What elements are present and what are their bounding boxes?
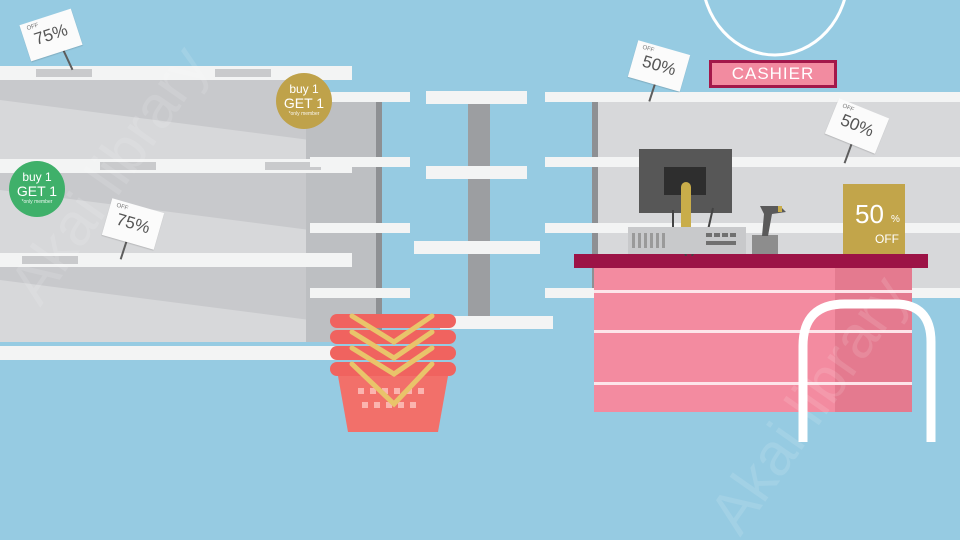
badge-line3: *only member — [21, 199, 53, 205]
price-tag-50-left: OFF 50% — [627, 40, 691, 92]
left-shelf-board-2 — [0, 159, 352, 173]
center-rack-pole — [468, 100, 490, 318]
center-rack-board-1 — [426, 91, 527, 104]
left-shelf-board-4 — [0, 346, 340, 360]
cashier-sign: CASHIER — [709, 60, 837, 88]
badge-line3: *only member — [288, 111, 320, 117]
side-board — [310, 223, 410, 233]
right-shelf-board-2 — [545, 157, 960, 167]
badge-line2: GET 1 — [16, 183, 58, 199]
center-rack-board-3 — [414, 241, 540, 254]
badge-line2: GET 1 — [283, 95, 325, 111]
left-shelf-side — [306, 95, 380, 342]
monitor-stand — [681, 182, 691, 254]
basket-stack-icon — [330, 313, 456, 432]
right-shelf-board-3 — [545, 223, 960, 233]
counter-stripe — [594, 382, 912, 385]
center-rack-board-2 — [426, 166, 527, 179]
register-keys — [632, 233, 736, 248]
left-shelf-shadows — [0, 80, 310, 320]
label-strip — [265, 162, 321, 170]
label-strip — [100, 162, 156, 170]
left-shelf-edge — [376, 95, 382, 342]
label-strip — [22, 256, 78, 264]
scanner-base — [752, 235, 778, 254]
buy-one-get-one-badge-green: buy 1 GET 1 *only member — [9, 161, 65, 217]
label-strip — [36, 69, 92, 77]
badge-line1: buy 1 — [22, 170, 52, 184]
barcode-scanner-icon — [760, 206, 786, 236]
counter-top — [574, 254, 928, 268]
discount-card-percent: % — [891, 214, 900, 225]
cash-register-icon — [628, 227, 746, 254]
center-rack-board-4 — [440, 316, 553, 329]
counter-stripe — [594, 290, 912, 293]
left-shelf-board-3 — [0, 253, 352, 267]
label-strip — [215, 69, 271, 77]
guard-rail-icon — [798, 299, 936, 442]
ceiling-lamp — [704, 0, 846, 57]
counter-stripe — [594, 330, 912, 333]
discount-card-number: 50 — [855, 199, 884, 229]
discount-card-off: OFF — [875, 232, 899, 246]
right-shelf-board-1 — [545, 92, 960, 102]
price-tag-75-top: OFF 75% — [19, 8, 83, 62]
buy-one-get-one-badge-gold: buy 1 GET 1 *only member — [276, 73, 332, 129]
badge-line1: buy 1 — [289, 82, 319, 96]
right-shelf-edge — [592, 102, 598, 292]
side-board — [310, 157, 410, 167]
side-board — [310, 92, 410, 102]
discount-card: 50 % OFF — [843, 184, 905, 254]
side-board — [310, 288, 410, 298]
